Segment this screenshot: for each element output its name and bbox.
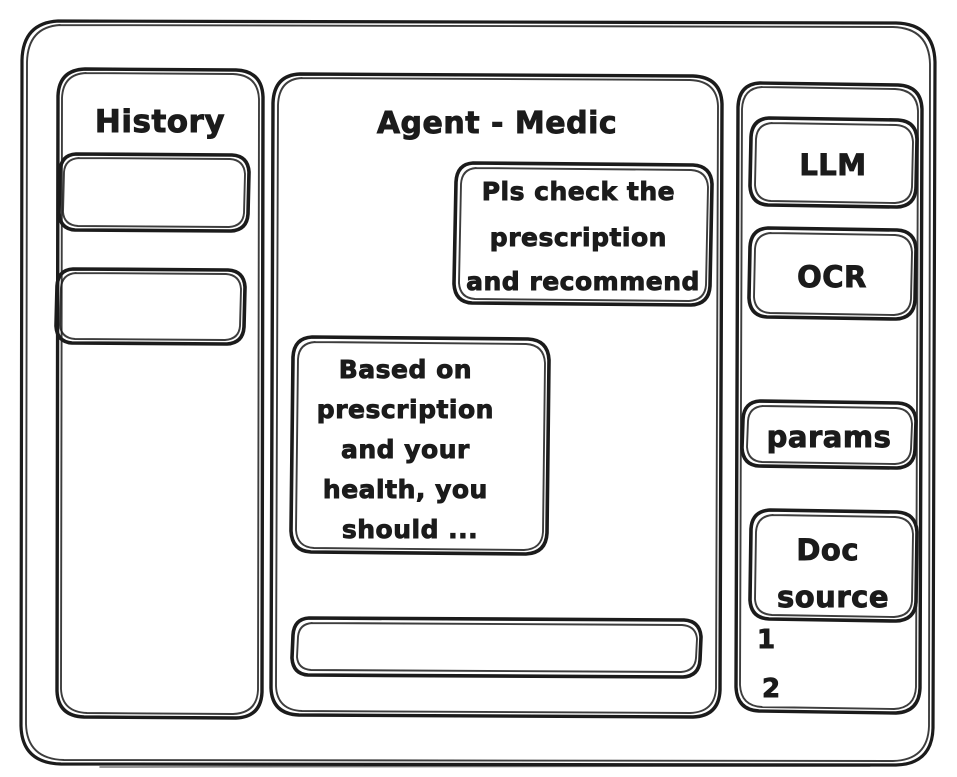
tool-button-params-label: params <box>767 420 892 454</box>
window-frame <box>19 19 937 768</box>
history-item-2[interactable] <box>54 267 247 346</box>
tool-button-llm[interactable]: LLM <box>748 116 919 209</box>
message-assistant-text: Based on prescription and your health, y… <box>317 355 503 544</box>
history-item-1[interactable] <box>57 152 251 233</box>
history-title: History <box>95 104 225 140</box>
tool-button-ocr[interactable]: OCR <box>747 226 918 321</box>
agent-panel <box>269 72 724 719</box>
tools-panel <box>734 81 924 715</box>
tool-button-ocr-label: OCR <box>797 260 867 294</box>
tool-button-doc-source-label: Doc source <box>777 533 889 614</box>
tool-button-llm-label: LLM <box>799 148 866 182</box>
message-user-text: Pls check the prescription and recommend <box>466 177 700 296</box>
tool-button-doc-source[interactable]: Doc source <box>748 508 919 623</box>
message-bubble-assistant: Based on prescription and your health, y… <box>289 335 551 556</box>
page-title: Agent - Medic <box>377 106 617 141</box>
doc-source-ref-1[interactable]: 1 <box>757 625 776 656</box>
message-bubble-user: Pls check the prescription and recommend <box>452 161 714 307</box>
tool-button-params[interactable]: params <box>740 399 918 470</box>
history-panel <box>55 67 265 720</box>
chat-input[interactable] <box>290 616 703 679</box>
doc-source-ref-2[interactable]: 2 <box>762 674 781 705</box>
